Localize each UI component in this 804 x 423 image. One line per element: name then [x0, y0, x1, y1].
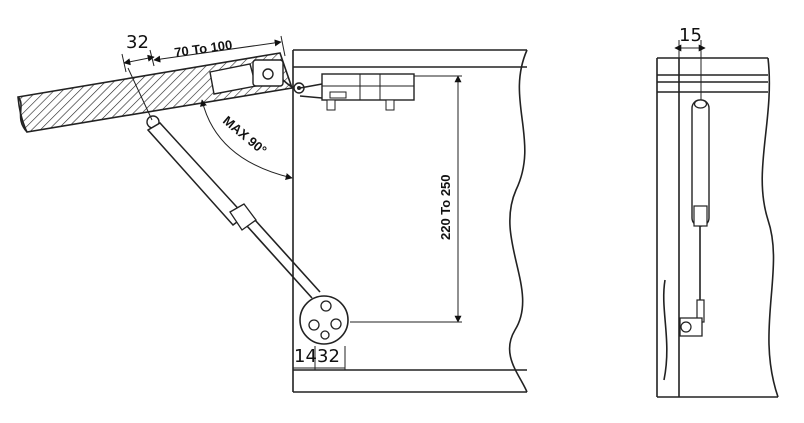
dim-vertical-range: 220 To 250: [350, 75, 462, 323]
dim-max-angle-label: MAX 90°: [220, 113, 270, 158]
dim-bottom-offsets: 14 32: [293, 346, 346, 370]
dim-vertical-range-label: 220 To 250: [438, 174, 453, 240]
side-view-cabinet: [656, 57, 779, 398]
dim-max-angle: MAX 90°: [200, 99, 293, 180]
dim-side-width-label: 15: [679, 25, 702, 46]
dim-bottom-offset-2-label: 32: [317, 346, 340, 367]
gas-strut: [146, 115, 349, 345]
dim-side-width: 15: [674, 25, 706, 100]
cabinet-body: [292, 49, 528, 393]
dim-hinge-range-label: 70 To 100: [173, 37, 233, 60]
hinge-mechanism: [252, 59, 415, 111]
side-view-strut: [679, 99, 710, 337]
dim-flap-offset-label: 32: [126, 32, 149, 53]
dim-flap-offset: 32: [121, 32, 155, 121]
dim-bottom-offset-1-label: 14: [294, 346, 317, 367]
